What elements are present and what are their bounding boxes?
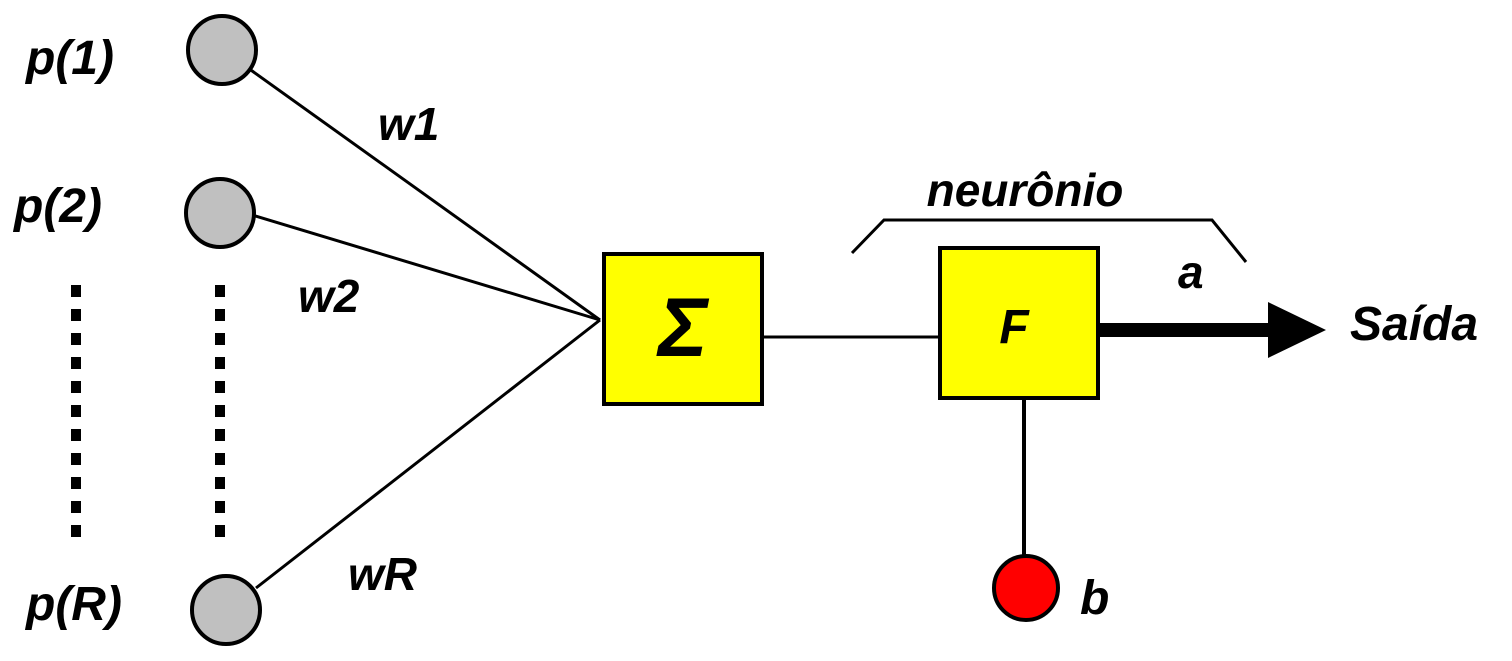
output-label: Saída: [1350, 298, 1478, 351]
connection-line-r: [255, 318, 601, 590]
output-signal-label: a: [1178, 246, 1204, 298]
neuron-caption: neurônio: [927, 164, 1124, 216]
input-node-2: [184, 177, 256, 249]
input-label-r: p(R): [24, 578, 122, 631]
input-label-2: p(2): [12, 180, 102, 233]
output-arrow-head: [1268, 302, 1326, 358]
input-node-r: [190, 574, 262, 646]
neuron-bracket: [850, 218, 1248, 263]
bias-node: [992, 554, 1060, 622]
weight-label-2: w2: [298, 270, 360, 322]
input-node-1: [186, 14, 258, 86]
input-label-1: p(1): [24, 32, 114, 85]
connection-line-2: [251, 213, 601, 322]
function-block: [938, 246, 1100, 400]
bias-label: b: [1080, 572, 1109, 625]
weight-label-r: wR: [348, 548, 417, 600]
weight-label-1: w1: [378, 98, 439, 150]
summation-block: [602, 252, 764, 406]
connection-line-1: [247, 66, 601, 322]
summation-symbol: Σ: [656, 280, 709, 374]
function-label: F: [999, 301, 1030, 354]
